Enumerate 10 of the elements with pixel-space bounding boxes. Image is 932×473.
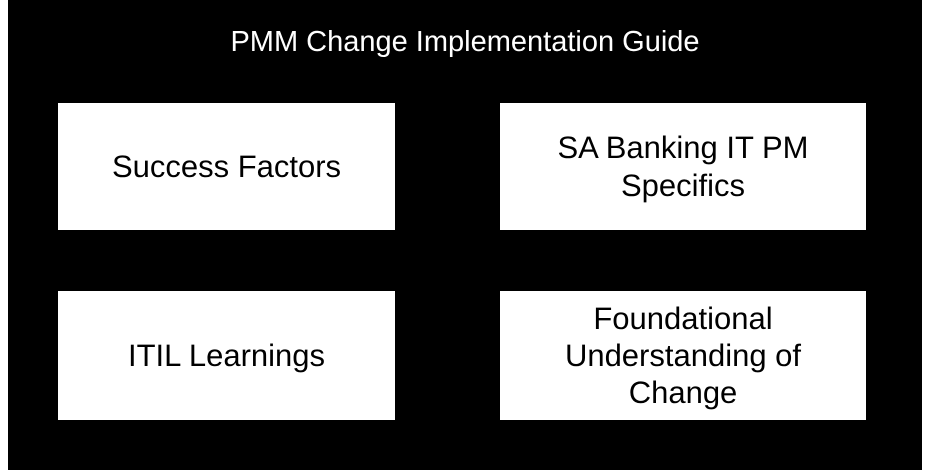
box-label: ITIL Learnings: [126, 336, 326, 374]
panel-background: [8, 0, 922, 470]
content-box: [58, 103, 395, 230]
panel-title: PMM Change Implementation Guide: [229, 25, 701, 60]
box-label: SA Banking IT PM Specifics: [556, 129, 810, 204]
box-label: Success Factors: [110, 148, 342, 186]
content-box: [500, 291, 866, 420]
content-box: [500, 103, 866, 230]
content-box: [58, 291, 395, 420]
box-label: Foundational Understanding of Change: [564, 300, 802, 412]
